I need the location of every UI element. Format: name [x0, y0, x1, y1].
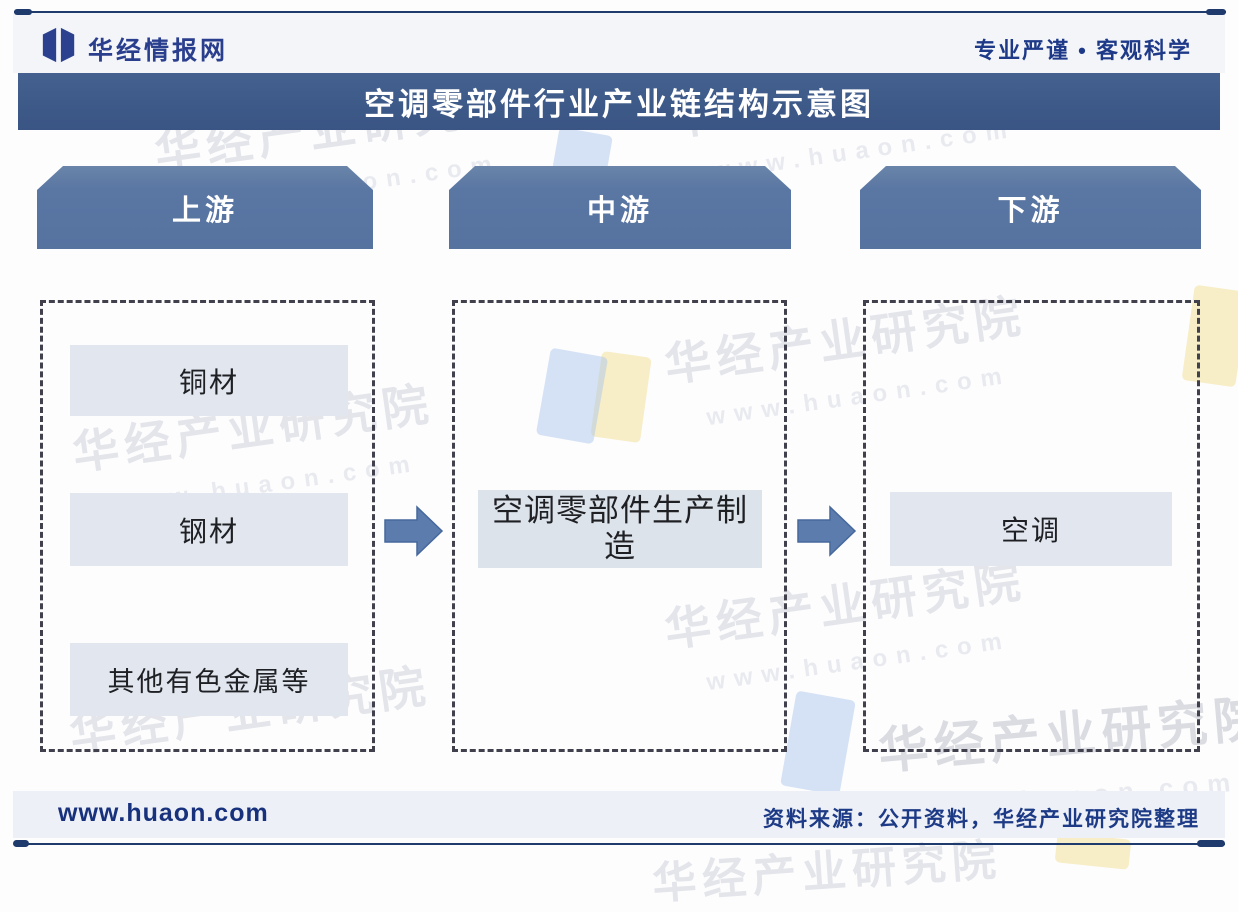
node-label: 空调	[1000, 515, 1061, 546]
node-other-metals: 其他有色金属等	[70, 643, 348, 716]
node-steel: 钢材	[70, 493, 348, 566]
stage-header-midstream: 中游	[449, 166, 791, 249]
footer-band	[13, 791, 1225, 838]
footer-source-note: 资料来源：公开资料，华经产业研究院整理	[763, 808, 1200, 831]
arrow-right-icon	[384, 505, 444, 557]
top-rule-right-cap	[1206, 9, 1226, 15]
node-ac-parts-manufacturing: 空调零部件生产制造	[478, 490, 762, 568]
stage-header-downstream: 下游	[860, 166, 1201, 249]
midstream-group-box	[452, 300, 787, 752]
bottom-rule-right-cap	[1197, 840, 1225, 847]
diagram-title-bar: 空调零部件行业产业链结构示意图	[18, 73, 1220, 130]
diagram-title: 空调零部件行业产业链结构示意图	[364, 87, 874, 122]
upstream-group-box	[40, 300, 375, 752]
node-copper: 铜材	[70, 345, 348, 416]
decor-shape	[780, 690, 856, 796]
stage-header-label: 上游	[171, 194, 238, 227]
arrow-right-icon	[797, 505, 857, 557]
brand-logo-text: 华经情报网	[88, 37, 229, 65]
node-label: 铜材	[178, 366, 239, 398]
node-label: 钢材	[178, 515, 239, 547]
node-air-conditioner: 空调	[890, 492, 1172, 566]
downstream-group-box	[863, 300, 1200, 752]
node-label: 其他有色金属等	[107, 667, 311, 697]
top-rule-left-cap	[14, 9, 32, 15]
node-label: 空调零部件生产制造	[492, 493, 748, 564]
brand-band	[13, 13, 1225, 73]
footer-site-url: www.huaon.com	[58, 799, 269, 827]
bottom-rule	[14, 843, 1225, 845]
stage-header-label: 下游	[997, 194, 1064, 227]
brand-tagline: 专业严谨 • 客观科学	[974, 38, 1192, 63]
huaon-logo-icon	[42, 27, 75, 63]
top-rule	[14, 11, 1226, 13]
stage-header-upstream: 上游	[37, 166, 373, 249]
bottom-rule-left-cap	[13, 840, 29, 847]
stage-header-label: 中游	[586, 194, 653, 227]
